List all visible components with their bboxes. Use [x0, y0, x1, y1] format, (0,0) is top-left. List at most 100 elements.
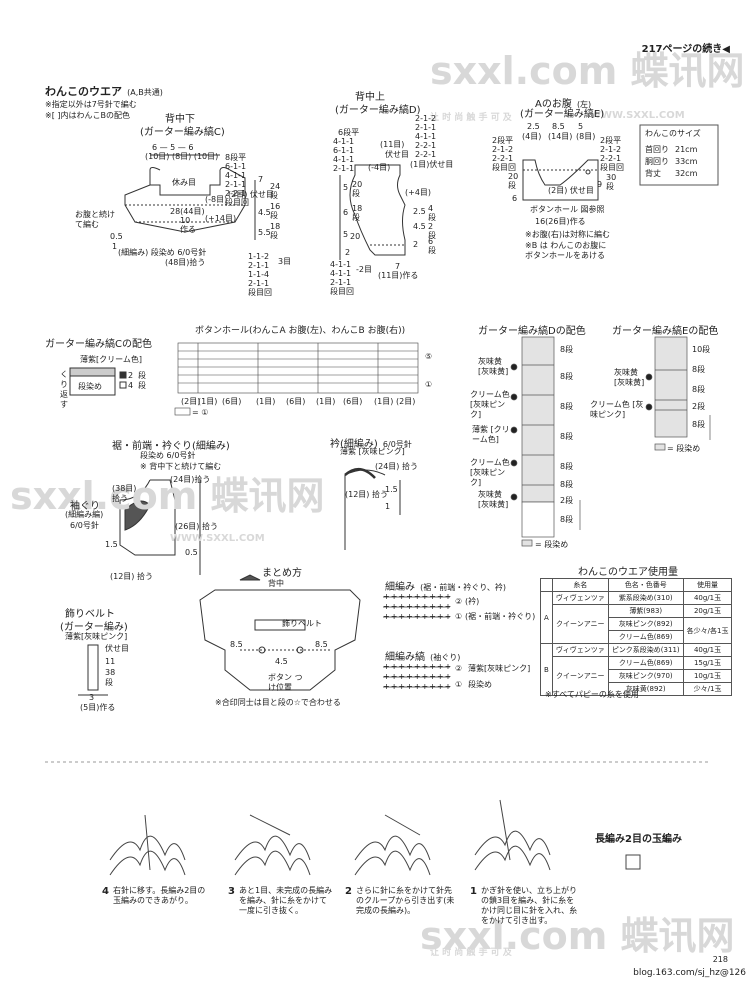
- stripe-d-label: 薄紫 [クリーム色]: [472, 425, 510, 444]
- usage-cell: ヴィヴェンツァ: [551, 643, 609, 657]
- stripe-e-row: 8段: [692, 385, 706, 394]
- side-num: 段: [270, 191, 278, 200]
- step-3-text: あと1目、未完成の長編みを編み、針に糸をかけて一度に引き抜く。: [239, 886, 333, 915]
- inc-row: 2-1-1: [248, 261, 270, 270]
- buttonhole-row-5: ⑤: [425, 352, 433, 361]
- blog-url: blog.163.com/sj_hz@126: [633, 968, 746, 978]
- collar-v15: 1.5: [385, 485, 398, 494]
- belt-fuse: 伏せ目: [105, 644, 129, 653]
- usage-cell: 各少々/各1玉: [682, 617, 733, 644]
- back-lower-rows-top: 8段平: [225, 153, 247, 162]
- upper-side: 6: [343, 208, 349, 217]
- collar-color: 薄紫 [灰味ピンク]: [340, 447, 405, 456]
- usage-cell: 少々/1玉: [682, 682, 733, 696]
- upper-bottom-row: 段目回: [330, 287, 354, 296]
- belt-r38: 38: [105, 668, 116, 677]
- usage-cell: B: [540, 643, 553, 696]
- buttonhole-count: (6目): [286, 397, 306, 406]
- usage-cell: ヴィヴェンツァ: [551, 591, 609, 605]
- upper-side: 2: [413, 240, 419, 249]
- fuse: 伏せ目: [385, 150, 409, 159]
- collar-v1: 1: [385, 502, 391, 511]
- dec-row: 4-1-1: [225, 171, 247, 180]
- continue-note: お腹と続けて編む: [75, 210, 115, 229]
- width-10: 10: [180, 216, 191, 225]
- collar-title: 衿(細編み): [330, 439, 378, 450]
- buttonhole-legend: = ①: [192, 408, 209, 417]
- belly-inner: (2目) 伏せ目: [548, 186, 594, 195]
- scstripe-symbols-row: +++++++++: [383, 672, 453, 681]
- size-box: [639, 124, 719, 186]
- upper-left-row: 6段平: [338, 128, 360, 137]
- belly-top-num: 2.5: [527, 122, 540, 131]
- rest-label: 休み目: [172, 178, 196, 187]
- buttonhole-count: (1目): [316, 397, 336, 406]
- dec-row: 2-2-1: [225, 189, 247, 198]
- back-lower-top-counts: (10目) (8目) (10目): [145, 152, 219, 161]
- side-num: 4.5: [258, 208, 271, 217]
- usage-row: クイーンアニー 薄紫(983) 20g/1玉: [541, 604, 733, 644]
- belly-left-row: 2-2-1: [492, 154, 514, 163]
- sc-title-block: 細編み (裾・前端・衿ぐり、衿): [385, 575, 506, 594]
- upper-side: 4.5: [413, 222, 426, 231]
- hem-c26: (26目) 拾う: [175, 522, 218, 531]
- inc-row: 1-1-2: [248, 252, 270, 261]
- scstripe-l2: 薄紫[灰味ピンク]: [468, 664, 531, 673]
- upper-side: 段: [428, 213, 436, 222]
- upper-row: 2-2-1: [415, 141, 437, 150]
- size-value: 32cm: [675, 169, 698, 178]
- upper-row: 2-1-2: [415, 114, 437, 123]
- stripe-e-label: クリーム色 [灰味ピンク]: [590, 400, 644, 419]
- usage-cell: 灰味ピンク(892): [607, 617, 684, 631]
- sc-symbols-row: +++++++++: [383, 602, 453, 611]
- usage-header: 使用量: [682, 578, 733, 592]
- page-number: 218: [712, 955, 728, 964]
- wear-note-2: ※[ ]内はわんこBの配色: [45, 111, 130, 120]
- assembly-45: 4.5: [275, 657, 288, 666]
- cast-label: (48目)拾う: [165, 258, 206, 267]
- usage-cell: ピンク系段染め(311): [607, 643, 684, 657]
- width-28: 28(44目): [170, 207, 205, 216]
- belly-title: Aのお腹: [535, 99, 572, 110]
- watermark-url: WWW.SXXL.COM: [590, 110, 685, 121]
- usage-row: 灰味黄(892) 少々/1玉: [541, 682, 733, 696]
- buttonhole-title: ボタンホール(わんこA お腹(左)、わんこB お腹(右)): [195, 326, 406, 336]
- usage-header: 糸名: [551, 578, 609, 592]
- back-lower-title: 背中下: [165, 114, 195, 125]
- upper-bottom-row: 2-1-1: [330, 278, 352, 287]
- watermark-logo-2: sxxl.com 蝶讯网: [10, 474, 325, 518]
- sc-title-note: (裾・前端・衿ぐり、衿): [420, 583, 507, 592]
- watermark-tagline: 让 时 尚 触 手 可 及: [430, 113, 512, 123]
- side-num: 18: [270, 222, 281, 231]
- hem-c12: (12目) 拾う: [110, 572, 153, 581]
- side-num: 段: [270, 231, 278, 240]
- hem-line-1: 段染め 6/0号針: [140, 451, 196, 460]
- watermark-logo-3: sxxl.com 蝶讯网: [420, 914, 735, 958]
- usage-cell: クイーンアニー: [551, 604, 609, 644]
- side-num: 16: [270, 202, 281, 211]
- belly-side-num: 20: [508, 172, 519, 181]
- crochet-illustrations: [109, 799, 641, 876]
- usage-row: A ヴィヴェンツァ 紫系段染め(310) 40g/1玉: [540, 591, 733, 644]
- tsukuru: 作る: [180, 225, 196, 234]
- belly-side-num: 段: [606, 182, 614, 191]
- stitches-2: (2目) 伏せ目: [228, 190, 274, 199]
- watermark-url-2: WWW.SXXL.COM: [170, 533, 265, 544]
- sc-symbols-row: +++++++++: [383, 592, 453, 601]
- usage-header: 色名・色番号: [607, 578, 684, 592]
- upper-side: 段: [428, 231, 436, 240]
- stripe-d-label: クリーム色 [灰味ピンク]: [470, 390, 510, 419]
- belly-side: (左): [576, 100, 592, 109]
- upper-bottom-row: 4-1-1: [330, 260, 352, 269]
- collar-needle: 6/0号針: [382, 440, 412, 449]
- assembly-note: ※合印同士は目と段の☆で合わせる: [215, 698, 341, 707]
- stripe-c-side: くり返す: [60, 370, 68, 409]
- hem-armhole: 袖ぐり: [70, 501, 100, 512]
- upper-side: 段: [352, 189, 360, 198]
- sc-r1n: (裾・前端・衿ぐり): [465, 612, 536, 621]
- assembly-diagram: [199, 574, 361, 691]
- usage-cell: 15g/1玉: [682, 656, 733, 670]
- upper-side: 4: [428, 204, 434, 213]
- sc-r2: ②: [455, 597, 463, 606]
- stripe-e-label: 灰味黄 [灰味黄]: [614, 368, 645, 387]
